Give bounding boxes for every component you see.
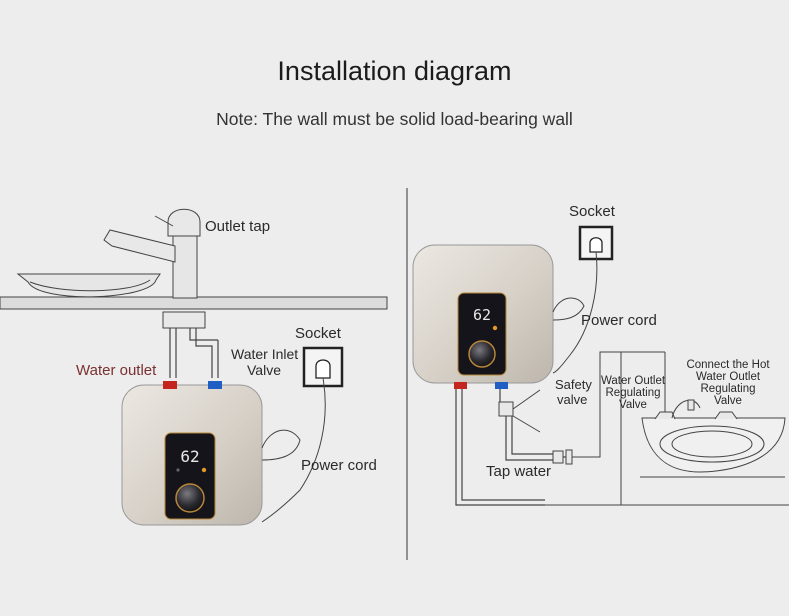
power-cord-right: [552, 251, 598, 374]
water-heater-left: 62: [121, 381, 263, 526]
tap-water-label: Tap water: [486, 463, 551, 480]
tap-fitting: [162, 311, 219, 378]
safety-valve-label-line1: Safety: [555, 377, 592, 392]
diagram-note: Note: The wall must be solid load-bearin…: [216, 109, 573, 129]
hot-outlet-pipe-left: [163, 381, 177, 389]
water-outlet-valve-label-line1: Water Outlet: [601, 375, 666, 387]
hot-outlet-valve-label-line2: Water Outlet: [696, 371, 761, 383]
basin-right: [640, 399, 786, 478]
heater-knob-left: [175, 483, 205, 513]
cold-inlet-pipe-left: [208, 381, 222, 389]
water-inlet-label-line2: Valve: [247, 362, 281, 378]
heater-knob-right: [468, 340, 496, 368]
water-outlet-label: Water outlet: [76, 362, 157, 379]
safety-valve-label-line2: valve: [557, 392, 587, 407]
heater-display-left: 62: [180, 447, 199, 466]
hot-outlet-valve-label-line1: Connect the Hot: [686, 359, 770, 371]
power-cord-label-right: Power cord: [581, 312, 657, 329]
water-outlet-valve-label-line3: Valve: [619, 399, 647, 411]
sink-bowl: [16, 273, 161, 298]
cold-inlet-pipe-right: [495, 382, 508, 389]
socket-icon-left: [302, 346, 344, 388]
socket-label-left: Socket: [295, 325, 342, 342]
diagram-title: Installation diagram: [277, 56, 512, 86]
power-cord-left: [261, 377, 326, 523]
right-piping: [455, 351, 789, 506]
power-cord-label-left: Power cord: [301, 457, 377, 474]
hot-outlet-valve-label-line4: Valve: [714, 395, 742, 407]
outlet-tap-label: Outlet tap: [205, 218, 270, 235]
heater-display-right: 62: [473, 306, 491, 324]
water-outlet-valve-label-line2: Regulating: [606, 387, 661, 399]
water-inlet-label-line1: Water Inlet: [231, 346, 298, 362]
water-heater-right: 62: [412, 244, 554, 389]
outlet-tap-icon: [103, 208, 201, 299]
countertop: [0, 296, 388, 310]
hot-outlet-pipe-right: [454, 382, 467, 389]
hot-outlet-valve-label-line3: Regulating: [701, 383, 756, 395]
socket-label-right: Socket: [569, 203, 616, 220]
